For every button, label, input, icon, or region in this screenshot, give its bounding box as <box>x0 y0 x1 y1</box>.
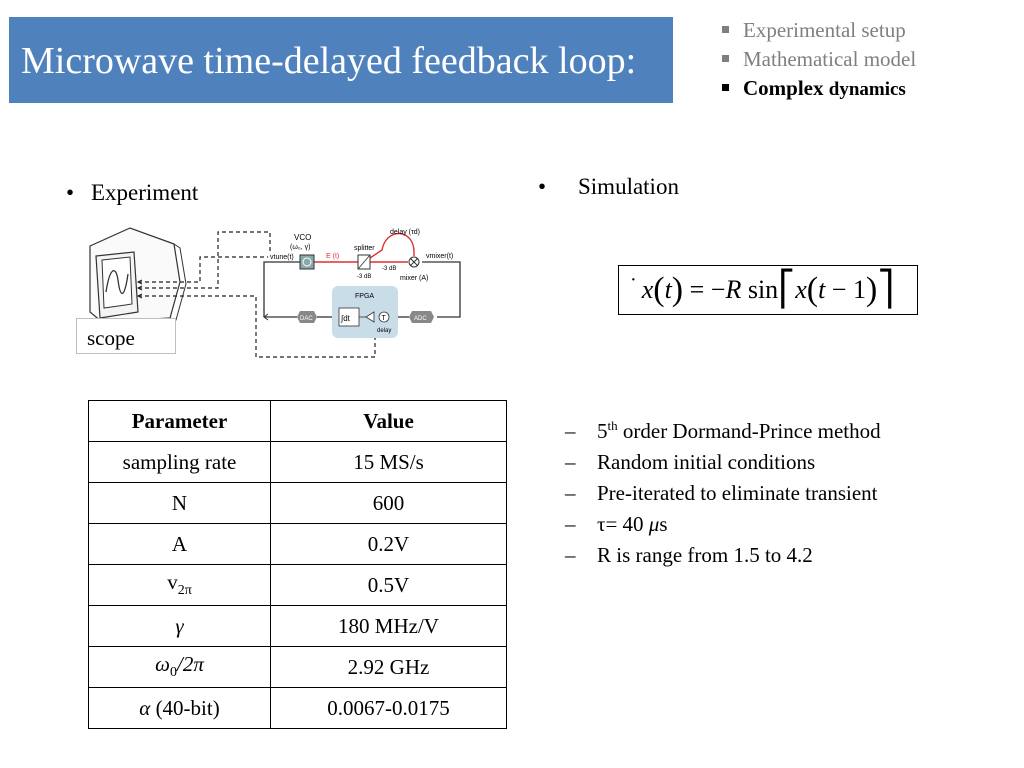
table-cell: 15 MS/s <box>270 441 507 483</box>
outline-nav: Experimental setup Mathematical model Co… <box>722 16 916 104</box>
table-cell: 600 <box>270 482 507 524</box>
t-symbol-label: T <box>382 315 387 322</box>
title-bar: Microwave time-delayed feedback loop: <box>9 17 673 103</box>
table-cell: 0.0067-0.0175 <box>270 687 507 729</box>
table-cell: N <box>88 482 271 524</box>
outline-item-experimental-setup[interactable]: Experimental setup <box>722 16 916 45</box>
list-item: –τ= 40 μs <box>565 512 668 536</box>
list-item: –R is range from 1.5 to 4.2 <box>565 543 813 567</box>
table-row: α (40-bit) 0.0067-0.0175 <box>88 687 507 729</box>
square-bullet-icon <box>722 54 729 62</box>
fpga-label: FPGA <box>355 293 374 300</box>
equation-arg-t: t <box>818 275 826 304</box>
parameters-table: Parameter Value sampling rate 15 MS/s N … <box>88 400 507 729</box>
table-cell: 180 MHz/V <box>270 605 507 647</box>
vtune-label: vtune(t) <box>270 254 294 261</box>
list-item: –5th order Dormand-Prince method <box>565 418 881 443</box>
list-item: –Pre-iterated to eliminate transient <box>565 481 878 505</box>
vco-block <box>299 254 315 270</box>
e-t-label: E (t) <box>326 253 339 260</box>
equation-t: t <box>664 275 672 304</box>
table-cell: 0.2V <box>270 523 507 565</box>
delay-small-label: delay <box>377 328 391 334</box>
equation-arg-tail: − 1 <box>831 275 866 304</box>
table-cell: ω0/2π <box>88 646 271 688</box>
list-item: –Random initial conditions <box>565 450 816 474</box>
attenuation-left-label: -3 dB <box>357 274 371 280</box>
dac-block <box>297 311 317 323</box>
equation-x-dot: x <box>641 275 654 304</box>
equation-sin: sin <box>747 275 779 304</box>
equation-dot-accent: · <box>630 269 637 291</box>
experiment-bullet: •Experiment <box>66 180 199 205</box>
simulation-bullet: •Simulation <box>538 174 679 199</box>
dac-label: DAC <box>300 316 313 322</box>
attenuation-right-label: -3 dB <box>382 266 396 272</box>
splitter-label: splitter <box>354 245 375 252</box>
square-bullet-icon <box>722 83 729 91</box>
vmixer-label: vmixer(t) <box>426 253 453 260</box>
table-row: A 0.2V <box>88 523 507 565</box>
table-cell: v2π <box>88 564 271 606</box>
feedback-loop-diagram: VCO (ω₀, γ) vtune(t) E (t) splitter -3 d… <box>89 227 461 358</box>
square-bullet-icon <box>722 25 729 33</box>
scope-label: scope <box>76 318 176 354</box>
table-cell: γ <box>88 605 271 647</box>
equation-box: x(t) = −R sin⎡x(t − 1)⎤ <box>618 265 918 315</box>
column-header: Parameter <box>88 400 271 442</box>
outline-item-mathematical-model[interactable]: Mathematical model <box>722 45 916 74</box>
adc-label: ADC <box>414 316 427 322</box>
table-cell: 0.5V <box>270 564 507 606</box>
table-cell: A <box>88 523 271 565</box>
vco-params-label: (ω₀, γ) <box>290 244 310 251</box>
equation-equals: = − <box>689 275 726 304</box>
table-row: N 600 <box>88 482 507 524</box>
bullet-dot-icon: • <box>66 180 75 205</box>
bullet-dot-icon: • <box>538 174 547 199</box>
outline-item-complex-dynamics[interactable]: Complex dynamics <box>722 74 916 104</box>
table-row: γ 180 MHz/V <box>88 605 507 647</box>
table-header-row: Parameter Value <box>88 400 507 442</box>
column-header: Value <box>270 400 507 442</box>
delay-label: delay (τd) <box>390 229 420 236</box>
integral-label: ∫dt <box>340 314 351 323</box>
table-row: ω0/2π 2.92 GHz <box>88 646 507 688</box>
adc-block <box>409 311 434 323</box>
table-cell: sampling rate <box>88 441 271 483</box>
simulation-methods-list: –5th order Dormand-Prince method –Random… <box>565 410 881 571</box>
table-cell: α (40-bit) <box>88 687 271 729</box>
table-row: v2π 0.5V <box>88 564 507 606</box>
table-cell: 2.92 GHz <box>270 646 507 688</box>
equation-x: x <box>795 275 807 304</box>
vco-label: VCO <box>294 233 311 242</box>
page-title: Microwave time-delayed feedback loop: <box>21 40 637 82</box>
mixer-label: mixer (A) <box>400 275 428 282</box>
equation-r: R <box>725 275 742 304</box>
delay-circle-icon <box>378 311 390 323</box>
oscilloscope-icon <box>89 227 187 323</box>
table-row: sampling rate 15 MS/s <box>88 441 507 483</box>
